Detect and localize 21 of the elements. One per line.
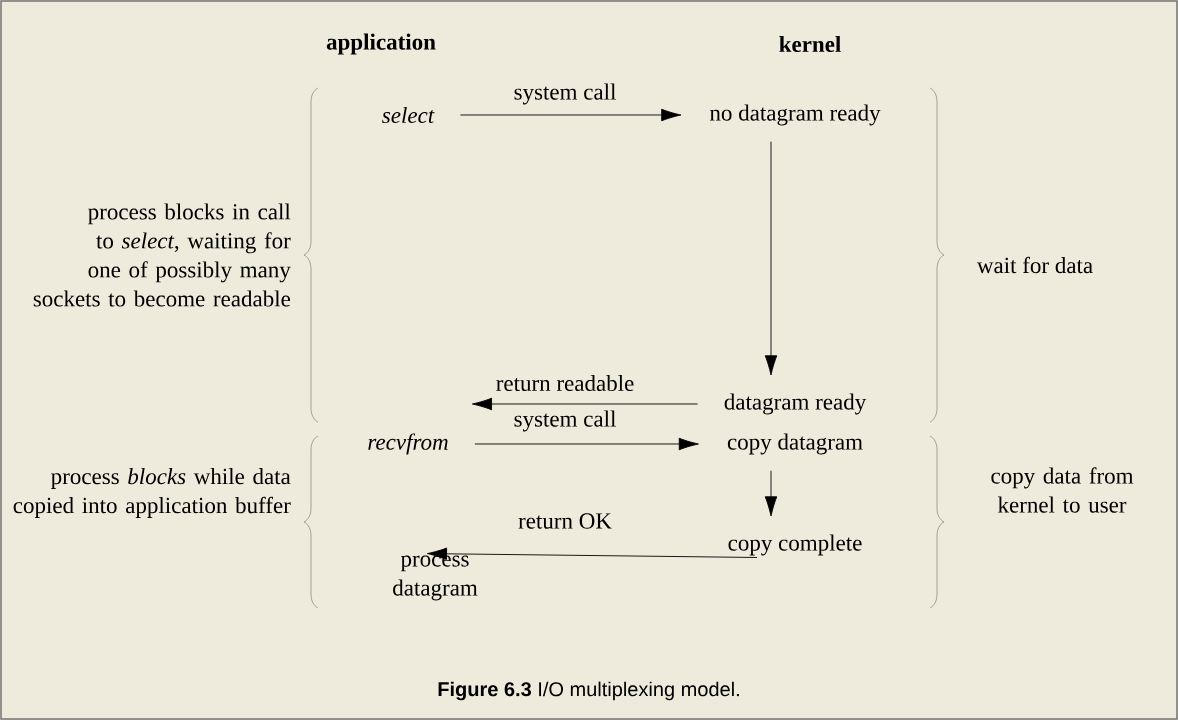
annotation-text: process blocks in call to select, waiting for one of possibly many sockets to become readable <box>33 203 291 307</box>
arrow <box>474 437 699 451</box>
node-text: copy datagram <box>727 433 863 455</box>
edge-label: return OK <box>517 512 613 530</box>
annotation-text: copy data from kernel to user <box>991 467 1134 513</box>
figure-caption: Figure 6.3 I/O multiplexing model. <box>438 681 739 701</box>
node-text: no datagram ready <box>709 104 881 126</box>
node-text: recvfrom <box>368 433 448 455</box>
annotation-text: wait for data <box>976 256 1093 274</box>
column-heading: kernel <box>779 35 841 53</box>
arrow <box>764 470 778 517</box>
node-text: select <box>382 106 435 124</box>
annotation-text: process blocks while data copied into application buffer <box>13 468 291 518</box>
node-text: datagram ready <box>724 393 867 415</box>
column-heading: application <box>326 33 436 55</box>
node-text: process datagram <box>393 555 478 601</box>
arrow <box>471 397 699 411</box>
node-text: copy complete <box>728 534 862 556</box>
arrow <box>459 108 682 122</box>
arrow <box>426 547 758 561</box>
arrow <box>764 141 778 376</box>
